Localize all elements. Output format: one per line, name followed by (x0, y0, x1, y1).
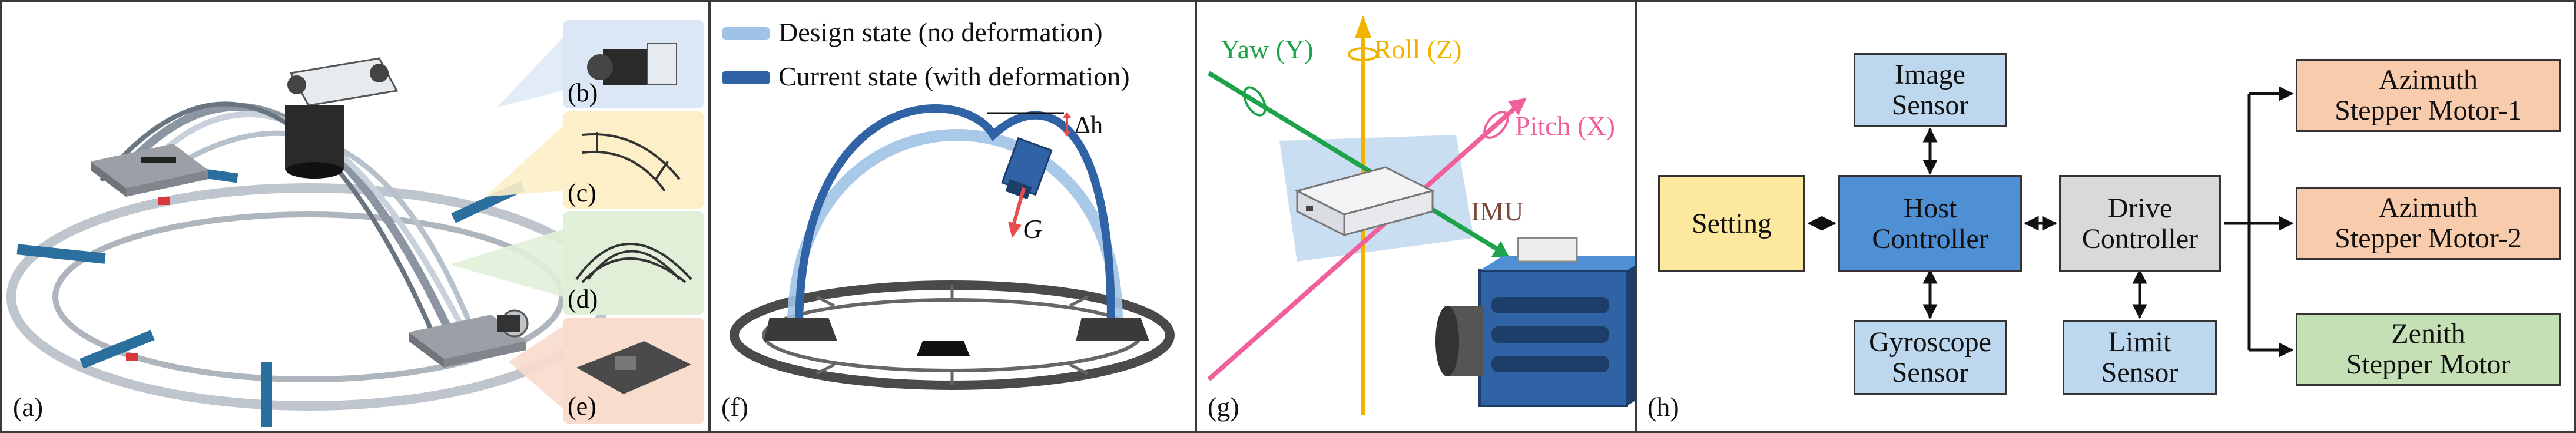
imu-label: IMU (1471, 196, 1523, 226)
pitch-axis (1207, 104, 1520, 381)
pitch-label: Pitch (X) (1515, 111, 1615, 141)
left-platform (91, 144, 208, 197)
host-controller-box: Host Controller (1838, 175, 2022, 272)
inset-label-c: (c) (568, 179, 596, 207)
inset-label-e: (e) (568, 392, 596, 421)
drive-controller-box: Drive Controller (2059, 175, 2221, 272)
setting-box: Setting (1658, 175, 1805, 272)
current-state-arch (795, 104, 1115, 324)
delta-h-label: Δh (1075, 112, 1103, 139)
deformed-camera (1001, 137, 1053, 200)
inset-label-d: (d) (568, 285, 598, 313)
legend-design-text: Design state (no deformation) (778, 17, 1103, 47)
azimuth-motor-2-box: Azimuth Stepper Motor-2 (2296, 187, 2561, 260)
right-platform (409, 309, 529, 368)
panel-h-label: (h) (1647, 392, 1679, 422)
right-pad (1076, 318, 1149, 341)
camera-body (1435, 237, 1635, 407)
camera-unit (285, 57, 399, 179)
inset-label-b: (b) (568, 78, 598, 107)
system-block-connectors (1807, 86, 2294, 358)
imu-axes-illustration: Yaw (Y) Roll (Z) Pitch (X) IMU (1207, 15, 1635, 415)
limit-sensor-box: Limit Sensor (2063, 320, 2217, 395)
panel-f: Design state (no deformation) Current st… (708, 0, 1197, 433)
inset-d-bg (563, 211, 704, 315)
panel-a-label: (a) (13, 392, 44, 422)
inset-b-camera (587, 43, 677, 85)
yaw-axis (1207, 71, 1505, 255)
panel-a: (b) (c) (d) (e) (a) (0, 0, 711, 433)
mechanical-model-illustration: (b) (c) (d) (e) (6, 20, 704, 427)
panel-f-label: (f) (721, 392, 748, 422)
imu-device (1294, 166, 1435, 237)
image-sensor-box: Image Sensor (1854, 53, 2007, 127)
gyroscope-sensor-box: Gyroscope Sensor (1854, 320, 2007, 395)
deformation-illustration: Design state (no deformation) Current st… (722, 17, 1175, 390)
legend-current-text: Current state (with deformation) (778, 61, 1130, 91)
panel-g: Yaw (Y) Roll (Z) Pitch (X) IMU (g) (1195, 0, 1637, 433)
center-object (917, 341, 970, 356)
azimuth-motor-1-box: Azimuth Stepper Motor-1 (2296, 59, 2561, 132)
panel-g-label: (g) (1208, 392, 1239, 422)
legend-swatch-design (722, 27, 770, 40)
gravity-label: G (1023, 214, 1042, 244)
panel-h: Setting Image Sensor Host Controller Gyr… (1635, 0, 2576, 433)
left-pad (764, 318, 837, 341)
gravity-arrow (1012, 187, 1026, 224)
inset-e-board (576, 341, 691, 394)
inset-d-arch (575, 243, 692, 283)
roll-label: Roll (Z) (1374, 34, 1461, 64)
yaw-label: Yaw (Y) (1221, 34, 1314, 64)
legend-swatch-current (722, 71, 770, 84)
zenith-motor-box: Zenith Stepper Motor (2296, 313, 2561, 386)
inset-c-arc (582, 132, 681, 192)
